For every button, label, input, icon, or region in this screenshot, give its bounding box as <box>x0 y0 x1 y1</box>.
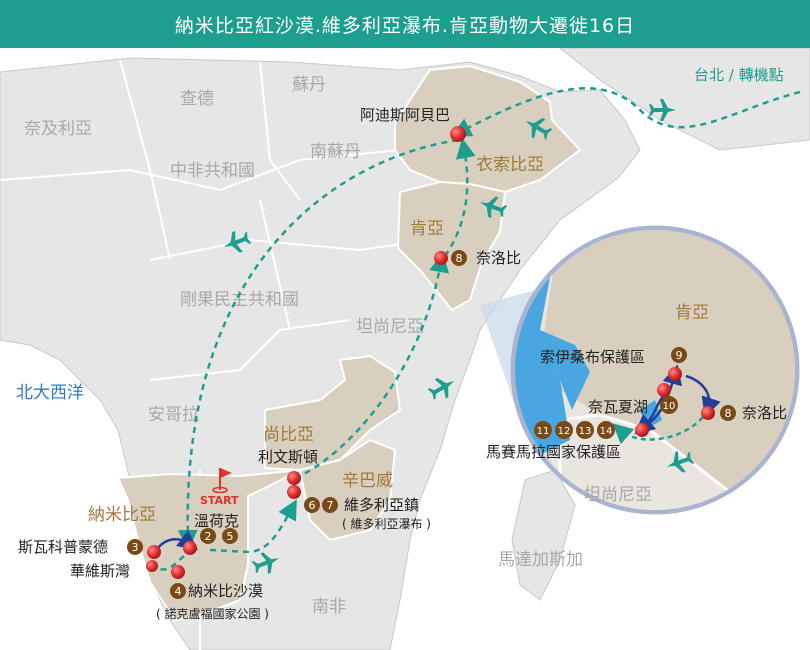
stop-nairobi: 奈洛比 <box>476 249 521 267</box>
stop-walvis: 華維斯灣 <box>70 562 130 580</box>
stop-namib: 納米比沙漠 <box>188 582 263 600</box>
svg-text:6: 6 <box>309 499 316 512</box>
stop-victoria: 維多利亞鎮 <box>344 496 419 514</box>
inset-country: 肯亞 <box>675 303 709 323</box>
badge: 8 <box>720 405 736 421</box>
route-map: 奈及利亞 查德 蘇丹 中非共和國 南蘇丹 剛果民主共和國 坦尚尼亞 安哥拉 南非… <box>0 48 810 650</box>
badge: 6 <box>304 497 320 513</box>
marker-windhoek <box>183 541 197 555</box>
label-sudan: 蘇丹 <box>292 75 326 95</box>
label-algeria: 奈及利亞 <box>24 119 92 139</box>
arabia-land <box>559 48 810 151</box>
marker-livingstone <box>287 471 301 485</box>
inset-marker-masai <box>635 423 649 437</box>
label-south-africa: 南非 <box>312 597 346 617</box>
stop-livingstone: 利文斯頓 <box>258 448 318 466</box>
zimbabwe-shape <box>298 438 397 542</box>
stop-addis: 阿迪斯阿貝巴 <box>360 106 450 124</box>
badge: 5 <box>222 528 238 544</box>
marker-victoria <box>287 485 301 499</box>
label-atlantic: 北大西洋 <box>16 383 84 403</box>
marker-addis <box>450 126 466 142</box>
inset-marker-samburu <box>668 367 682 381</box>
badge: 7 <box>322 497 338 513</box>
svg-text:3: 3 <box>132 541 139 554</box>
svg-text:11: 11 <box>537 426 550 437</box>
marker-nairobi <box>434 251 448 265</box>
inset-stop-masai: 馬賽馬拉國家保護區 <box>486 443 621 461</box>
stop-swakop: 斯瓦科普蒙德 <box>18 538 108 556</box>
start-label: START <box>200 494 239 507</box>
stop-windhoek: 溫荷克 <box>194 512 239 530</box>
label-namibia: 納米比亞 <box>88 505 156 525</box>
start-flag: START <box>200 468 239 507</box>
svg-text:12: 12 <box>558 426 571 437</box>
inset-marker-nairobi <box>701 406 715 420</box>
label-zimbabwe: 辛巴威 <box>342 471 393 491</box>
inset-stop-naivasha: 奈瓦夏湖 <box>588 398 648 416</box>
label-south-sudan: 南蘇丹 <box>310 142 361 162</box>
marker-swakop <box>147 545 161 559</box>
svg-text:9: 9 <box>676 349 683 362</box>
badge: 3 <box>127 539 143 555</box>
badge: 12 <box>555 421 573 439</box>
label-angola: 安哥拉 <box>148 405 199 425</box>
stop-namib-sub: ( 諾克盧福國家公園 ) <box>156 606 269 621</box>
inset-stop-samburu: 索伊桑布保護區 <box>540 348 645 366</box>
label-zambia: 尚比亞 <box>263 425 314 445</box>
badge: 11 <box>534 421 552 439</box>
marker-walvis <box>146 560 158 572</box>
label-chad: 查德 <box>180 89 214 109</box>
inset-tanzania: 坦尚尼亞 <box>584 485 652 505</box>
badge: 10 <box>660 396 678 414</box>
label-drc: 剛果民主共和國 <box>180 290 299 310</box>
svg-text:13: 13 <box>579 426 592 437</box>
marker-namib <box>171 565 185 579</box>
svg-text:10: 10 <box>663 401 676 412</box>
kenya-inset: 肯亞 坦尚尼亞 索伊桑布保護區 奈瓦夏湖 奈洛比 馬賽馬拉國家保護區 9 10 … <box>486 225 800 515</box>
label-kenya: 肯亞 <box>410 219 444 239</box>
svg-text:5: 5 <box>227 530 234 543</box>
svg-text:2: 2 <box>205 530 212 543</box>
svg-text:8: 8 <box>725 407 732 420</box>
svg-text:7: 7 <box>327 499 334 512</box>
badge: 13 <box>576 421 594 439</box>
svg-text:14: 14 <box>600 426 613 437</box>
badge: 4 <box>170 583 186 599</box>
badge: 8 <box>451 250 467 266</box>
inset-marker-naivasha <box>657 383 671 397</box>
label-car: 中非共和國 <box>170 161 255 181</box>
stop-victoria-sub: ( 維多利亞瀑布 ) <box>342 517 431 531</box>
svg-text:8: 8 <box>456 252 463 265</box>
badge: 2 <box>200 528 216 544</box>
svg-text:4: 4 <box>175 585 182 598</box>
origin-label: 台北 / 轉機點 <box>694 66 784 84</box>
label-ethiopia: 衣索比亞 <box>476 155 544 175</box>
inset-stop-nairobi: 奈洛比 <box>742 404 787 422</box>
badge: 14 <box>597 421 615 439</box>
label-tanzania: 坦尚尼亞 <box>356 317 424 337</box>
badge: 9 <box>671 347 687 363</box>
country-borders <box>0 59 431 650</box>
page-title: 納米比亞紅沙漠.維多利亞瀑布.肯亞動物大遷徙16日 <box>0 0 810 48</box>
label-madagascar: 馬達加斯加 <box>498 550 583 570</box>
